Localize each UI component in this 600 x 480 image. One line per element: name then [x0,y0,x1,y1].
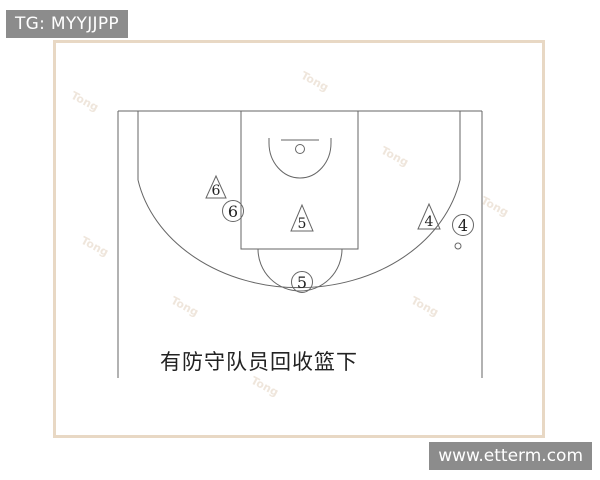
attacker-circle-6 [222,200,244,222]
three-point-arc [137,179,461,289]
defender-triangle-4 [417,202,441,230]
restricted-area-arc [268,142,332,179]
defender-label-4: 4 [425,214,434,230]
attacker-circle-5 [291,271,313,293]
paint-lane [240,110,359,250]
free-throw-circle [257,248,343,292]
attacker-label-6: 6 [228,202,238,221]
attacker-label-4: 4 [458,216,468,235]
defender-triangle-6 [205,174,227,199]
hoop [295,144,305,154]
website-tag: www.etterm.com [429,442,592,470]
diagram-caption: 有防守队员回收篮下 [160,350,358,374]
ball [454,242,462,250]
top-tag: TG: MYYJJPP [6,10,128,38]
diagram-frame [53,40,545,438]
defender-label-5: 5 [298,216,307,232]
attacker-label-5: 5 [297,273,307,292]
defender-triangle-5 [290,203,314,232]
defender-label-6: 6 [212,183,221,199]
attacker-circle-4 [452,214,474,236]
